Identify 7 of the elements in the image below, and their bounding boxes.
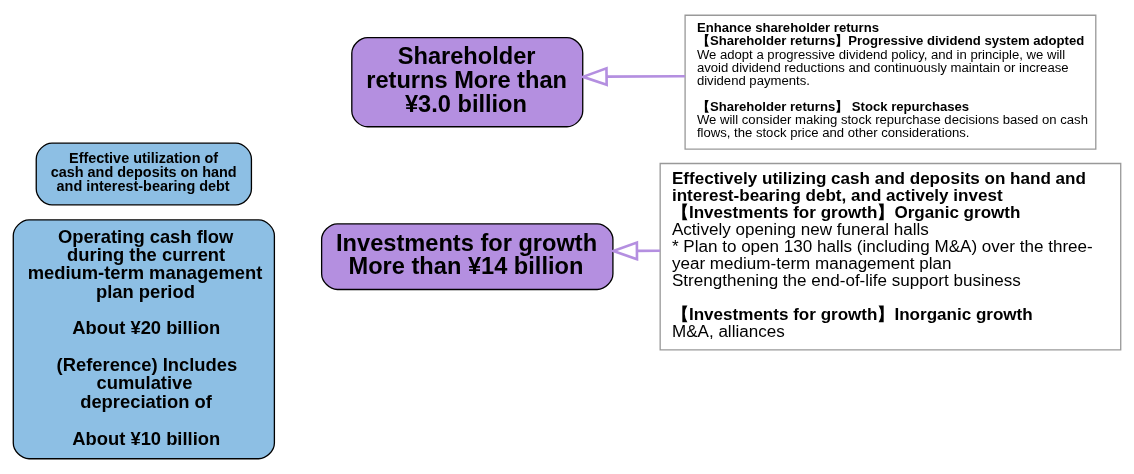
node-box: Effectively utilizing cash and deposits on hand and interest-bearing debt, and actively invest 【Investments for growth】Organic growth Actively opening new funeral halls * Plan to open 130 halls (including M&A) over the three-year medium-term management plan Strengthening the end-of-life support business 【Investments for growth】Inorganic growth M&A, alliances	[659, 162, 1122, 351]
arrow	[609, 240, 661, 261]
node-box: Investments for growth More than ¥14 billion	[320, 223, 614, 291]
node-box: Operating cash flow during the current medium-term management plan period About ¥20 billion (Reference) Includes cumulative depreciation of About ¥10 billion	[12, 219, 276, 460]
node-box: Effective utilization of cash and deposits on hand and interest-bearing debt	[35, 142, 253, 206]
node-box: Enhance shareholder returns 【Shareholder returns】Progressive dividend system adopted We adopt a progressive dividend policy, and in principle, we will avoid dividend reductions and continuously maintain or increase dividend payments. 【Shareholder returns】 Stock repurchases We will consider making stock repurchase decisions based on cash flows, the stock price and other considerations.	[684, 14, 1097, 150]
node-box: Shareholder returns More than ¥3.0 billion	[351, 36, 584, 128]
